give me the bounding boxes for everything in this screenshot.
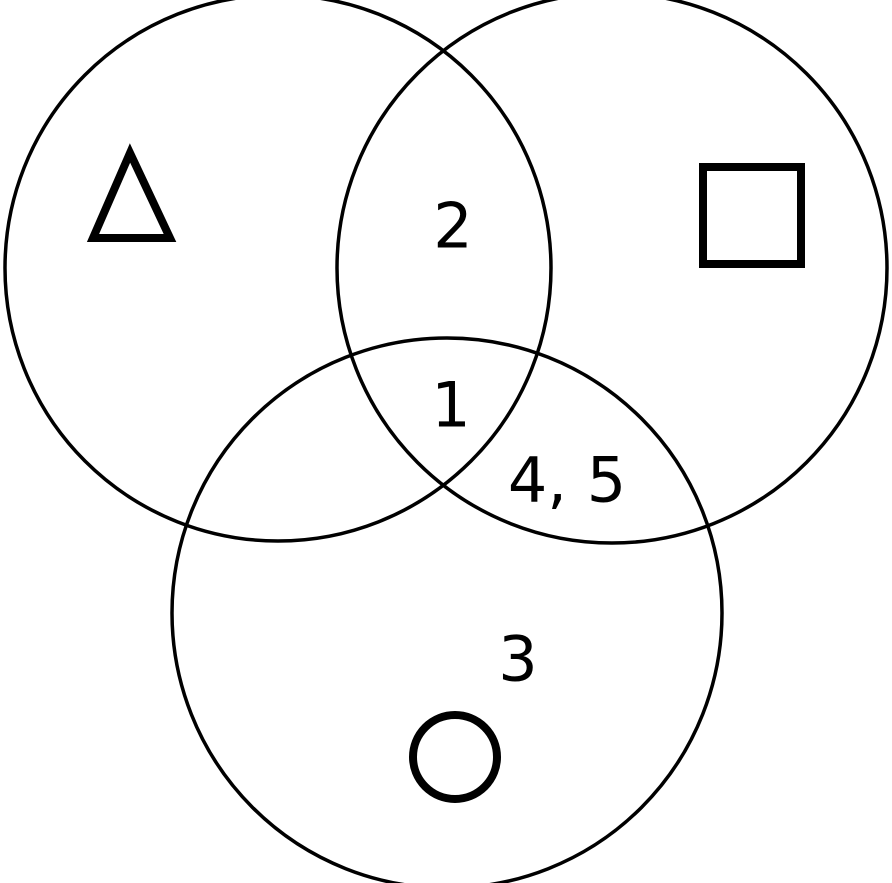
- set-circle-circle: [170, 336, 724, 883]
- circle-icon: [409, 711, 501, 803]
- set-circle-triangle: [3, 0, 553, 543]
- region-label-all-three: 1: [431, 369, 470, 442]
- region-label-triangle-square: 2: [433, 190, 472, 263]
- region-label-square-circle: 4, 5: [508, 444, 626, 517]
- square-icon: [699, 163, 805, 268]
- set-circle-square: [335, 0, 889, 545]
- region-label-circle-only: 3: [498, 623, 537, 696]
- triangle-icon: [86, 143, 177, 242]
